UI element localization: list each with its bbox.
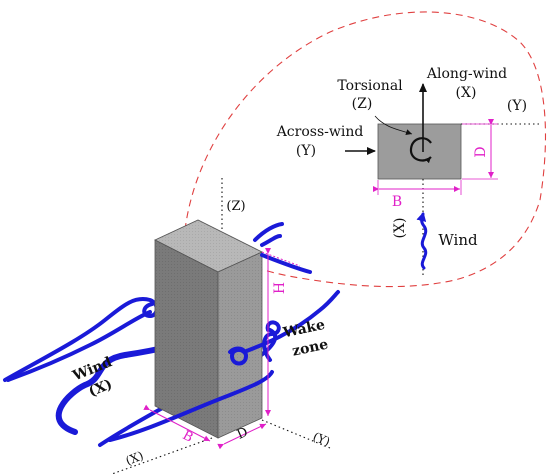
wake-stream-upper — [260, 234, 282, 247]
building — [154, 219, 263, 439]
wind-streams-right — [108, 222, 340, 442]
base-d-label: D — [235, 425, 251, 443]
inset-b-label: B — [392, 194, 402, 210]
ground-axes — [111, 178, 331, 474]
labels: Torsional (Z) Along-wind (X) Across-wind… — [70, 66, 527, 468]
wake-stream-lower — [108, 370, 274, 442]
across-wind-axis-label: (Y) — [296, 143, 316, 159]
wind-stream-middle — [6, 310, 152, 382]
torsional-pointer — [374, 115, 413, 135]
building-side-face — [217, 251, 263, 439]
base-dimensions — [143, 248, 301, 450]
inset-y-axis-label: (Y) — [507, 98, 527, 114]
wind-arrow-main — [55, 342, 175, 435]
wind-stream-front-top — [253, 222, 284, 242]
inset-wind-label: Wind — [438, 231, 478, 249]
torsional-label: Torsional — [337, 78, 403, 94]
inset-x-axis-label: (X) — [392, 218, 408, 239]
section-plan — [345, 83, 540, 275]
base-x-axis-label: (X) — [124, 448, 146, 468]
inset-d-label: D — [473, 146, 489, 157]
base-b-label: B — [180, 428, 195, 446]
wake-label-line2: zone — [291, 336, 330, 359]
along-wind-axis-label: (X) — [456, 85, 477, 101]
base-y-axis-label: (Y) — [311, 430, 332, 449]
wake-stream-middle — [228, 290, 340, 366]
b-dim-line — [143, 404, 211, 442]
z-axis-label: (Z) — [226, 199, 245, 214]
inset-wind-arrow — [416, 212, 428, 270]
h-dim-ext-top — [261, 251, 301, 267]
across-wind-label: Across-wind — [276, 124, 364, 140]
torsional-axis-label: (Z) — [352, 96, 373, 112]
callout-bubble — [184, 11, 547, 288]
wind-stream-back — [260, 253, 312, 274]
callout-outline — [184, 11, 547, 288]
torsional-rotation-arrow — [409, 137, 432, 164]
section-rect — [377, 123, 462, 180]
along-wind-label: Along-wind — [426, 66, 507, 82]
d-dim-line — [217, 423, 267, 450]
building-front-face — [154, 239, 219, 439]
height-label: H — [272, 282, 288, 294]
y-axis-line — [261, 419, 331, 449]
